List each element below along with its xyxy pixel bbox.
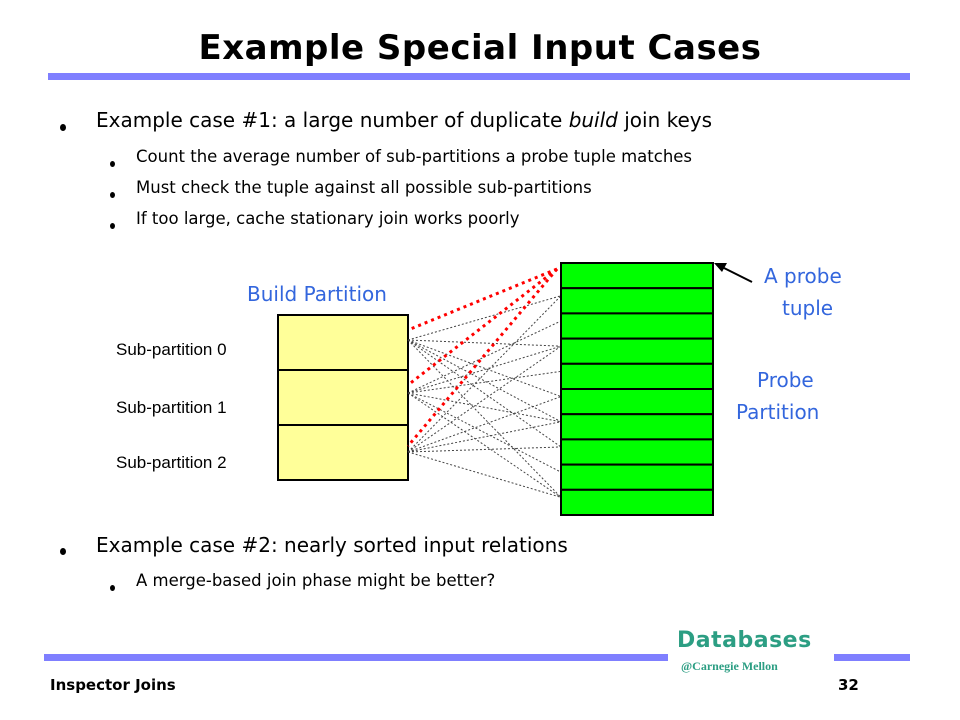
brand-sub-text: @Carnegie Mellon (681, 659, 778, 673)
probe-tuple-match-lines (406, 267, 559, 447)
sub-partition-0-box (277, 314, 409, 371)
probe-partition-label-line1: Probe (757, 368, 814, 392)
match-line (407, 396, 562, 453)
match-line (407, 392, 562, 473)
sub-bullet-dot (110, 585, 115, 591)
sub-partition-0-label: Sub-partition 0 (116, 340, 227, 359)
bullet-dot (60, 124, 66, 131)
sub-bullet-1-2: Must check the tuple against all possibl… (136, 178, 592, 197)
probe-tuple-row (560, 362, 714, 390)
bullet-1-text: Example case #1: a large number of dupli… (96, 108, 712, 132)
sub-bullet-dot (110, 223, 115, 229)
probe-partition (560, 262, 714, 516)
page-number: 32 (838, 676, 859, 694)
build-partition-label: Build Partition (247, 282, 387, 306)
probe-tuple-row (560, 488, 714, 516)
bullet-2-text: Example case #2: nearly sorted input rel… (96, 533, 568, 557)
match-line (407, 339, 562, 398)
probe-tuple-match-line (406, 268, 559, 447)
slide-title: Example Special Input Cases (198, 28, 762, 68)
footer-rule-right (834, 654, 910, 661)
bullet-dot (60, 548, 66, 555)
footer-rule-left (44, 654, 668, 661)
match-line (407, 295, 562, 341)
match-line (407, 392, 562, 423)
probe-tuple-row (560, 262, 714, 290)
match-line (407, 370, 562, 394)
probe-tuple-label-line1: A probe (764, 264, 842, 288)
probe-partition-label-line2: Partition (736, 400, 820, 424)
title-rule (48, 73, 910, 80)
probe-tuple-row (560, 438, 714, 466)
probe-tuple-row (560, 463, 714, 491)
match-line (407, 345, 562, 394)
probe-tuple-row (560, 388, 714, 416)
sub-partition-1-label: Sub-partition 1 (116, 398, 227, 417)
probe-tuple-row (560, 337, 714, 365)
brand-logo-text: Databases (677, 628, 812, 653)
probe-tuple-arrow (714, 263, 753, 283)
sub-bullet-1-3: If too large, cache stationary join work… (136, 209, 520, 228)
match-line (407, 339, 562, 423)
match-line (407, 295, 562, 453)
sub-bullet-1-1: Count the average number of sub-partitio… (136, 147, 693, 166)
match-lines (407, 295, 562, 498)
match-line (407, 339, 562, 448)
footer-title: Inspector Joins (50, 676, 176, 694)
probe-tuple-row (560, 413, 714, 441)
match-line (407, 339, 562, 498)
match-line (407, 392, 562, 498)
bullet-1-post: join keys (617, 108, 713, 132)
build-partition (277, 314, 409, 481)
probe-tuple-row (560, 312, 714, 340)
probe-tuple-row (560, 287, 714, 315)
match-line (407, 345, 562, 453)
sub-bullet-dot (110, 161, 115, 167)
probe-tuple-match-line (407, 267, 558, 387)
match-line (407, 446, 562, 453)
probe-tuple-label-line2: tuple (782, 296, 834, 320)
sub-bullet-2-1: A merge-based join phase might be better… (136, 571, 496, 590)
probe-tuple-match-line (407, 267, 558, 332)
sub-bullet-dot (110, 192, 115, 198)
bullet-1-pre: Example case #1: a large number of dupli… (96, 108, 569, 132)
match-line (407, 451, 562, 498)
bullet-1-em: build (568, 108, 618, 132)
sub-partition-2-label: Sub-partition 2 (116, 453, 227, 472)
sub-partition-2-box (277, 424, 409, 481)
sub-partition-1-box (277, 369, 409, 426)
match-line (407, 421, 562, 453)
match-line (407, 339, 562, 347)
